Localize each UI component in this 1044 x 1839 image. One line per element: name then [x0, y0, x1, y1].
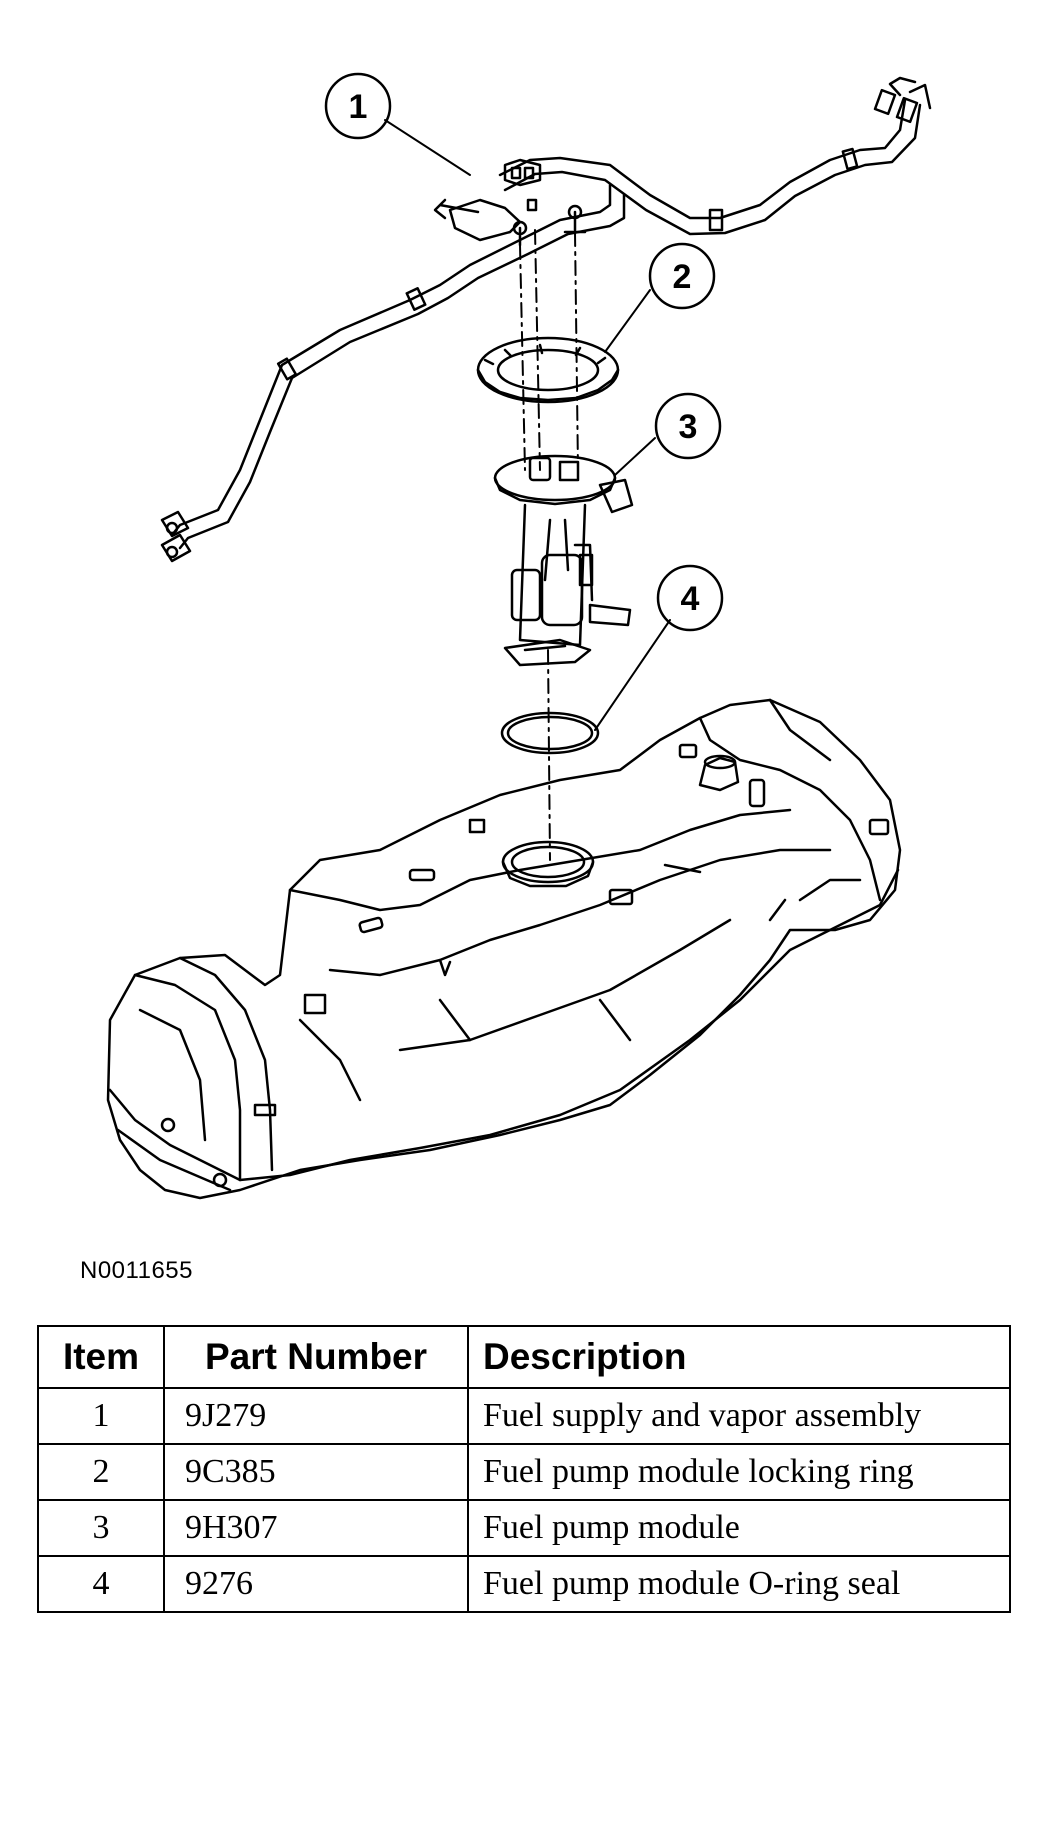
- callout-2-label: 2: [673, 258, 692, 296]
- callout-3: [654, 392, 722, 460]
- callout-4: [656, 564, 724, 632]
- item-cell: 1: [37, 1387, 165, 1445]
- locking-ring: [476, 336, 620, 404]
- table-row: 4 9276 Fuel pump module O-ring seal: [37, 1555, 1011, 1613]
- description-cell: Fuel pump module: [467, 1499, 1011, 1557]
- part-number-cell: 9J279: [163, 1387, 469, 1445]
- callout-1-label: 1: [349, 88, 368, 126]
- table-header-row: Item Part Number Description: [37, 1325, 1011, 1389]
- callout-1: [324, 72, 392, 140]
- fuel-system-exploded-diagram: 1 2 3 4: [106, 72, 932, 1200]
- table-row: 1 9J279 Fuel supply and vapor assembly: [37, 1387, 1011, 1445]
- description-cell: Fuel pump module O-ring seal: [467, 1555, 1011, 1613]
- part-number-cell: 9276: [163, 1555, 469, 1613]
- header-description: Description: [467, 1325, 1011, 1389]
- header-part-number: Part Number: [163, 1325, 469, 1389]
- fuel-pump-module: [493, 454, 634, 667]
- table-row: 2 9C385 Fuel pump module locking ring: [37, 1443, 1011, 1501]
- callout-4-label: 4: [681, 580, 700, 618]
- figure-id: N0011655: [80, 1257, 193, 1284]
- description-cell: Fuel pump module locking ring: [467, 1443, 1011, 1501]
- item-cell: 2: [37, 1443, 165, 1501]
- description-cell: Fuel supply and vapor assembly: [467, 1387, 1011, 1445]
- parts-table: Item Part Number Description 1 9J279 Fue…: [37, 1325, 1011, 1613]
- item-cell: 3: [37, 1499, 165, 1557]
- table-row: 3 9H307 Fuel pump module: [37, 1499, 1011, 1557]
- callouts: 1 2 3 4: [324, 72, 724, 731]
- callout-2: [648, 242, 716, 310]
- part-number-cell: 9H307: [163, 1499, 469, 1557]
- fuel-tank: [106, 698, 902, 1200]
- header-item: Item: [37, 1325, 165, 1389]
- callout-3-label: 3: [679, 408, 698, 446]
- item-cell: 4: [37, 1555, 165, 1613]
- o-ring-seal: [500, 711, 600, 755]
- fuel-supply-vapor-lines: [160, 76, 932, 563]
- part-number-cell: 9C385: [163, 1443, 469, 1501]
